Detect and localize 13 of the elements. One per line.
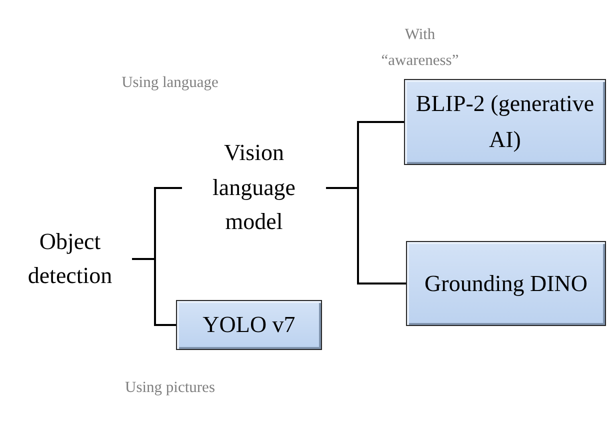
connector-line	[326, 187, 406, 284]
box-label: BLIP-2 (generative AI)	[414, 90, 596, 154]
annotation-text: Using language	[120, 73, 220, 93]
category-label: Vision language model	[182, 136, 326, 240]
annotation-text: With “awareness”	[380, 25, 460, 72]
model-box	[406, 241, 606, 326]
model-box	[176, 300, 322, 350]
category-label: Object detection	[8, 222, 132, 296]
box-label: Grounding DINO	[424, 270, 588, 298]
annotation-text: Using pictures	[124, 378, 216, 398]
box-label: YOLO v7	[202, 311, 296, 340]
connector-line	[132, 258, 176, 326]
model-box	[404, 79, 606, 165]
